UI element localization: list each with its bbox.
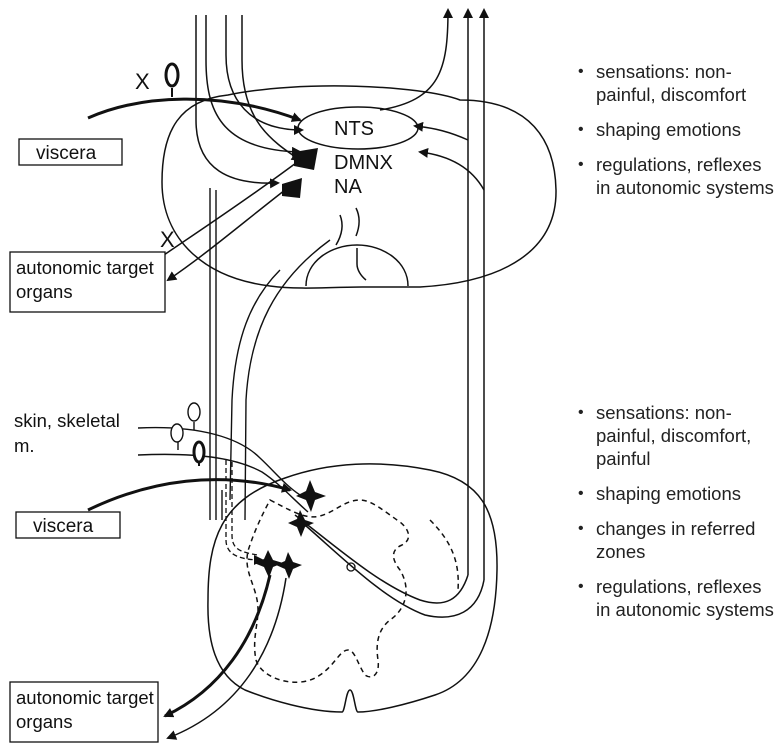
effect-item: regulations, reflexes in autonomic syste… bbox=[576, 153, 774, 199]
dorsal-horn-neuron-icon-2 bbox=[288, 510, 314, 537]
effect-item: regulations, reflexes in autonomic syste… bbox=[576, 575, 774, 621]
effect-item: shaping emotions bbox=[576, 118, 774, 141]
dorsal-horn-neuron-icon-1 bbox=[296, 480, 326, 512]
vagus-nerve-label: X bbox=[135, 69, 150, 94]
spinal-visceral-ganglion-icon bbox=[194, 442, 204, 462]
dmnx-label: DMNX bbox=[334, 152, 393, 174]
spinal-efferent-fibres bbox=[165, 575, 286, 738]
brainstem-effects-list: sensations: non-painful, discomfort shap… bbox=[576, 60, 774, 199]
vagal-efferent-fibres bbox=[148, 160, 300, 280]
spinal-grey-matter bbox=[247, 500, 409, 682]
spinothalamic-tract bbox=[295, 515, 484, 617]
vagus-efferent-label: X bbox=[160, 227, 175, 252]
ascending-fibres bbox=[380, 10, 484, 580]
skin-skeletal-muscle-label: skin, skeletal m. bbox=[14, 408, 134, 458]
effect-item: sensations: non-painful, discomfort, pai… bbox=[576, 401, 774, 470]
spinal-cord-section bbox=[208, 464, 497, 712]
effect-item: sensations: non-painful, discomfort bbox=[576, 60, 774, 106]
somatic-ganglion-icon-2 bbox=[171, 424, 183, 442]
spinal-visceral-afferent bbox=[88, 460, 290, 510]
somatic-afferent-fibres bbox=[138, 422, 308, 512]
na-neuron-icon bbox=[282, 178, 302, 198]
spinal-cord-outline bbox=[208, 464, 497, 712]
viscera-label-spinal: viscera bbox=[33, 516, 94, 537]
autonomic-target-label-brainstem: autonomic target organs bbox=[16, 256, 166, 304]
vagal-ganglion-icon bbox=[166, 64, 178, 86]
spinal-interneuron-fibres bbox=[226, 460, 262, 560]
nts-label: NTS bbox=[334, 118, 374, 140]
autonomic-target-label-spinal: autonomic target organs bbox=[16, 686, 161, 734]
viscera-label-brainstem: viscera bbox=[36, 143, 97, 164]
effect-item: changes in referred zones bbox=[576, 517, 774, 563]
vagal-afferent-fibre bbox=[88, 88, 300, 120]
effect-item: shaping emotions bbox=[576, 482, 774, 505]
preganglionic-neuron-icon-2 bbox=[276, 552, 302, 579]
somatic-ganglion-icon-1 bbox=[188, 403, 200, 421]
spinal-effects-list: sensations: non-painful, discomfort, pai… bbox=[576, 401, 774, 621]
na-label: NA bbox=[334, 176, 362, 198]
